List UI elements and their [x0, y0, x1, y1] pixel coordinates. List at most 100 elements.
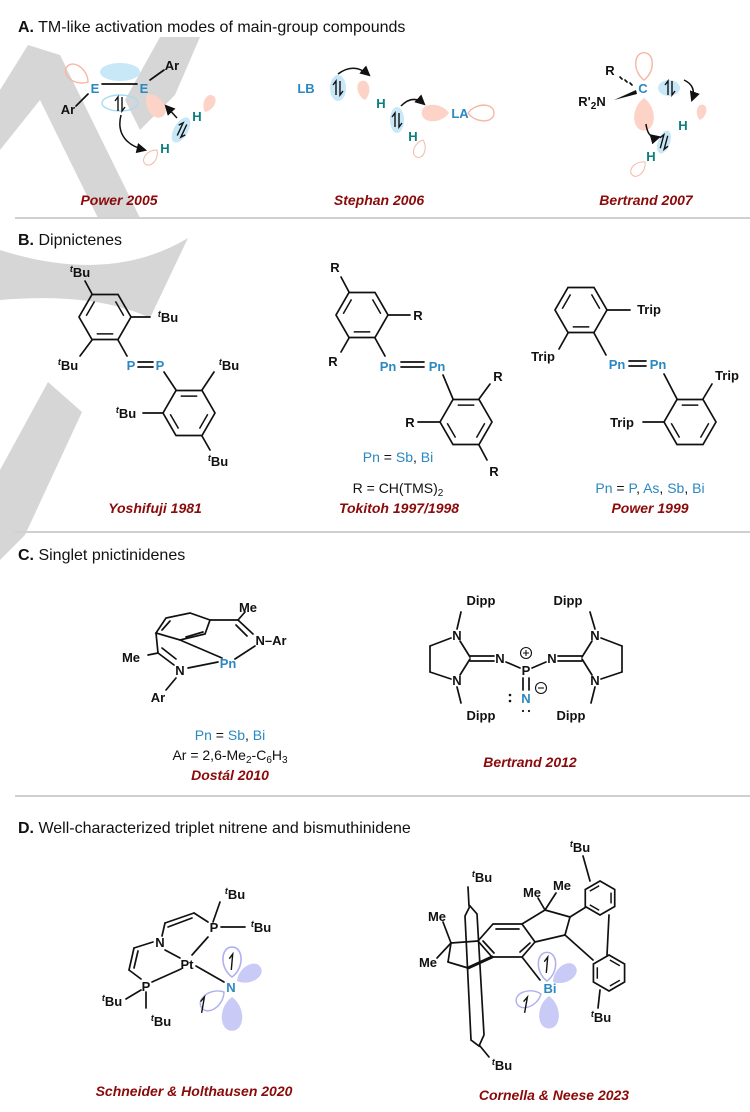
lone-pair-dots: [508, 693, 531, 713]
caption-dostal-2010: Dostál 2010: [191, 767, 269, 783]
double-bond-line: [670, 422, 681, 438]
tbu-label: tBu: [208, 453, 228, 469]
section-c-header: C. Singlet pnictinidenes: [18, 547, 185, 564]
trip-substituent: Trip: [531, 349, 555, 364]
sigma-orbital: [390, 107, 404, 133]
edge-on-arene: [464, 904, 485, 1048]
section-d-header: D. Well-characterized triplet nitrene an…: [18, 820, 411, 837]
benzene-ring: [439, 398, 493, 446]
atom-n: N: [452, 673, 461, 688]
butyl-text: Bu: [161, 310, 178, 325]
atom-p: P: [127, 358, 136, 373]
tbu-label: tBu: [151, 1013, 171, 1029]
tokitoh-structure: R R R Pn Pn R R R: [328, 260, 503, 479]
atom-p: P: [156, 358, 165, 373]
wedge-bond: [614, 90, 637, 100]
double-bond-line: [114, 301, 125, 317]
trip-substituent: Trip: [610, 415, 634, 430]
methyl-label: Me: [428, 909, 446, 924]
substituent-r: R: [413, 308, 423, 323]
double-bond-line: [446, 422, 457, 438]
butyl-text: Bu: [211, 454, 228, 469]
substituent-r: R: [489, 464, 499, 479]
lewis-base-label: LB: [297, 81, 314, 96]
unpaired-electron-icon: [542, 956, 549, 974]
amino-substituent: R'2N: [578, 94, 605, 112]
double-bond-line: [475, 422, 486, 438]
butyl-text: Bu: [573, 840, 590, 855]
butyl-text: Bu: [495, 1058, 512, 1073]
tert-prefix: t: [151, 1013, 155, 1023]
double-bond-line: [169, 413, 180, 429]
atom-n: N: [452, 628, 461, 643]
h-orbital: [200, 93, 218, 115]
atom-pt: Pt: [181, 957, 195, 972]
butyl-text: Bu: [119, 406, 136, 421]
benzene-ring: [554, 286, 608, 334]
power-2005-scheme: E E Ar Ar H H: [61, 58, 218, 168]
power-1999-structure: Trip Trip Pn Pn Trip Trip: [531, 286, 739, 446]
double-bond-line: [85, 301, 96, 317]
double-bond-line: [371, 299, 382, 315]
butyl-text: Bu: [228, 887, 245, 902]
tert-prefix: t: [158, 309, 162, 319]
caption-cornella-neese-2023: Cornella & Neese 2023: [479, 1087, 629, 1103]
nitrene-nitrogen: N: [226, 980, 235, 995]
h-orbital: [356, 79, 371, 101]
curved-arrow-icon: [683, 79, 700, 102]
pi-orbital: [100, 63, 140, 81]
power-pn-note: Pn = P, As, Sb, Bi: [595, 480, 704, 496]
bertrand-2007-scheme: R R'2N C H H: [578, 51, 708, 180]
empty-orbital: [634, 98, 654, 131]
butyl-text: Bu: [105, 994, 122, 1009]
tbu-label: tBu: [251, 919, 271, 935]
double-bond-line: [609, 979, 621, 987]
atom-p: P: [142, 979, 151, 994]
double-bond-line: [609, 959, 621, 967]
background-watermark: [0, 37, 200, 560]
p-orbital: [232, 960, 265, 989]
tbu-label: tBu: [58, 357, 78, 373]
p-orbital: [513, 985, 545, 1011]
section-a-header: A. TM-like activation modes of main-grou…: [18, 19, 405, 36]
aryl-label: Ar: [61, 102, 75, 117]
curved-arrow-icon: [645, 123, 662, 145]
butyl-text: Bu: [73, 265, 90, 280]
double-bond-line: [589, 904, 600, 911]
unpaired-electron-icon: [520, 995, 529, 1014]
caption-yoshifuji-1981: Yoshifuji 1981: [108, 500, 202, 516]
double-bond-line: [198, 413, 209, 429]
atom-h: H: [160, 141, 169, 156]
bertrand-2012-structure: Dipp Dipp N N N P N N N N Dipp Dipp: [429, 593, 623, 723]
tert-prefix: t: [70, 264, 74, 274]
atom-h: H: [646, 149, 655, 164]
lone-pair-orbital: [658, 80, 680, 96]
butyl-text: Bu: [154, 1014, 171, 1029]
tert-prefix: t: [251, 919, 255, 929]
atom-pn: Pn: [220, 656, 237, 671]
atom-n: N: [590, 673, 599, 688]
tert-prefix: t: [208, 453, 212, 463]
butyl-text: Bu: [61, 358, 78, 373]
tbu-label: tBu: [570, 839, 590, 855]
methyl-label: Me: [239, 600, 257, 615]
dipp-substituent: Dipp: [467, 593, 496, 608]
atom-n: N: [547, 651, 556, 666]
atom-n: N: [495, 651, 504, 666]
tbu-label: tBu: [219, 357, 239, 373]
tbu-label: tBu: [492, 1057, 512, 1073]
section-b-header: B. Dipnictenes: [18, 232, 122, 249]
atom-pn: Pn: [650, 357, 667, 372]
butyl-text: Bu: [254, 920, 271, 935]
tert-prefix: t: [472, 869, 476, 879]
dostal-structure: Me N–Ar Me N Pn Ar: [122, 600, 287, 705]
atom-pn: Pn: [609, 357, 626, 372]
empty-orbital: [467, 104, 495, 122]
empty-orbital: [421, 104, 449, 122]
stephan-2006-scheme: LB LA H H: [297, 65, 495, 160]
double-bond-line: [590, 294, 601, 310]
atom-e: E: [91, 81, 100, 96]
tbu-label: tBu: [591, 1009, 611, 1025]
cornella-neese-structure: tBu tBu Me Me Me Me Bi tBu tBu: [419, 839, 626, 1073]
tbu-label: tBu: [472, 869, 492, 885]
